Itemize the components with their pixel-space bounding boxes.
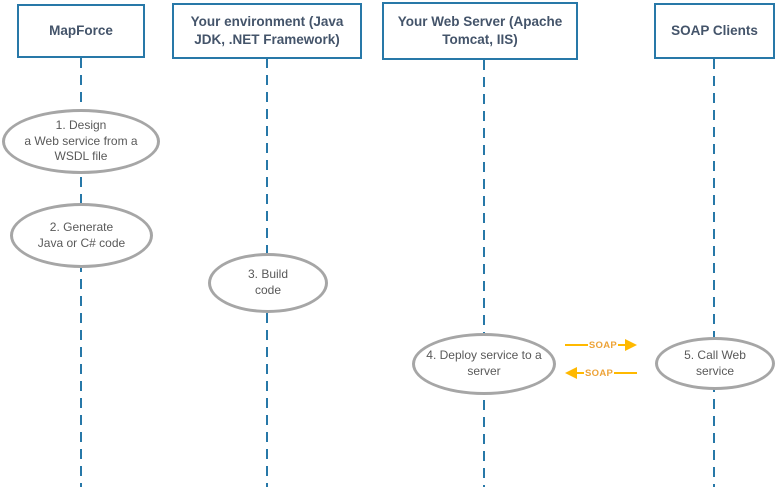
- soap-request-arrow: SOAP: [565, 338, 637, 352]
- lifeline-mapforce: [80, 58, 82, 487]
- step-1-label: 1. Design a Web service from a WSDL file: [24, 118, 138, 164]
- actor-web-server: Your Web Server (Apache Tomcat, IIS): [382, 2, 578, 60]
- soap-response-arrow: SOAP: [565, 366, 637, 380]
- step-5-call: 5. Call Web service: [655, 337, 775, 390]
- step-4-deploy: 4. Deploy service to a server: [412, 333, 556, 395]
- arrow-line: [618, 344, 625, 346]
- arrow-left-icon: [565, 367, 577, 379]
- soap-request-label: SOAP: [588, 339, 617, 351]
- step-3-label: 3. Build code: [247, 267, 289, 297]
- step-2-label: 2. Generate Java or C# code: [37, 219, 126, 250]
- step-4-label: 4. Deploy service to a server: [426, 348, 542, 378]
- soap-response-label: SOAP: [585, 367, 614, 379]
- actor-soap-clients-label: SOAP Clients: [671, 23, 758, 39]
- arrow-line: [614, 372, 637, 374]
- actor-environment: Your environment (Java JDK, .NET Framewo…: [172, 3, 362, 59]
- lifeline-soap-clients: [713, 59, 715, 487]
- lifeline-web-server: [483, 60, 485, 487]
- step-5-label: 5. Call Web service: [684, 347, 746, 378]
- step-1-design: 1. Design a Web service from a WSDL file: [2, 109, 160, 174]
- arrow-right-icon: [625, 339, 637, 351]
- actor-soap-clients: SOAP Clients: [654, 3, 775, 59]
- actor-web-server-label: Your Web Server (Apache Tomcat, IIS): [397, 14, 563, 47]
- arrow-line: [577, 372, 584, 374]
- step-3-build: 3. Build code: [208, 253, 328, 313]
- arrow-line: [565, 344, 588, 346]
- actor-mapforce-label: MapForce: [49, 23, 113, 39]
- actor-mapforce: MapForce: [17, 4, 145, 58]
- step-2-generate: 2. Generate Java or C# code: [10, 203, 153, 268]
- actor-environment-label: Your environment (Java JDK, .NET Framewo…: [190, 14, 344, 47]
